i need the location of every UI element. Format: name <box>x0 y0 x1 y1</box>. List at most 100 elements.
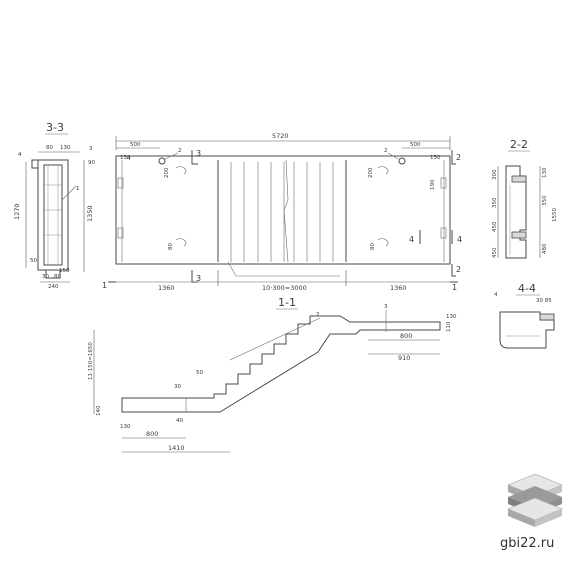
dim-130a: 130 <box>120 155 131 161</box>
plan-outline <box>115 155 451 265</box>
cut-1-left-label: 1 <box>102 281 107 290</box>
cut-2-top <box>451 150 456 165</box>
site-watermark: gbi22.ru <box>500 536 555 551</box>
dim-150: 150 <box>59 268 70 274</box>
leader <box>387 152 399 160</box>
dim-30: 30 <box>42 274 49 280</box>
dim-steps: 10·300=3000 <box>262 284 307 292</box>
dim-1410: 1410 <box>168 444 185 452</box>
panel-inner <box>43 164 63 266</box>
dim-240: 240 <box>48 284 59 290</box>
bottom-lug <box>45 269 61 279</box>
dim-90: 90 <box>88 160 95 166</box>
vert-dim: 11·150=1650 <box>88 342 94 380</box>
dim-1550: 1550 <box>552 208 558 222</box>
dim-130b: 130 <box>120 424 131 430</box>
cut-2-bottom-label: 2 <box>456 265 461 274</box>
dim-3085: 30 85 <box>536 298 552 304</box>
section-2-2: 2-2 300 350 450 450 130 350 480 1550 <box>492 138 558 259</box>
dim-130: 130 <box>542 167 548 178</box>
dim-200b: 200 <box>368 167 374 178</box>
section-1-1-title: 1-1 <box>278 296 296 309</box>
plate <box>440 177 447 189</box>
site-logo-icon <box>506 473 564 527</box>
top-lug <box>31 159 39 169</box>
callout-2a: 2 <box>178 148 182 154</box>
overall-dim: 5720 <box>272 132 289 140</box>
label-2: 2 <box>316 312 320 318</box>
dim-480: 480 <box>542 243 548 254</box>
dim-190: 190 <box>430 179 436 190</box>
dim-200a: 200 <box>164 167 170 178</box>
dim-130: 130 <box>446 314 457 320</box>
dim-500-right: 500 <box>410 142 421 148</box>
dim-910: 910 <box>398 354 410 362</box>
dim-130: 130 <box>60 145 71 151</box>
dim-30: 30 <box>174 384 181 390</box>
dim-450-bottom: 450 <box>492 247 498 258</box>
plate <box>511 175 527 183</box>
lifting-loop-icon <box>398 157 406 165</box>
cut-2-top-label: 2 <box>456 153 461 162</box>
section-1-1: 1-1 2 3 50 30 40 130 130 110 140 11·150=… <box>88 296 457 453</box>
dim-110: 110 <box>446 321 452 332</box>
cut-3-top-label: 3 <box>196 149 201 158</box>
leader <box>227 261 237 277</box>
dim-350b: 350 <box>542 195 548 206</box>
dim-130b: 130 <box>430 155 441 161</box>
plate <box>440 227 447 239</box>
dim-50: 50 <box>30 258 37 264</box>
dim-140: 140 <box>96 405 102 416</box>
plate <box>511 231 527 239</box>
dim-350a: 350 <box>492 197 498 208</box>
plate <box>539 313 555 321</box>
cut-4-mid-label: 4 <box>409 235 414 244</box>
plan-view: 5720 500 500 2 2 130 130 200 <box>102 132 462 292</box>
section-4-4-title: 4-4 <box>518 282 536 295</box>
label-3: 3 <box>89 146 93 152</box>
section-3-3: 3-3 4 3 80 130 1270 1350 1 90 50 30 80 1… <box>13 121 95 290</box>
dim-80: 80 <box>46 145 53 151</box>
dim-800a: 800 <box>400 332 412 340</box>
dim-40: 40 <box>176 418 183 424</box>
panel-outline <box>37 159 69 271</box>
plate <box>117 177 124 189</box>
label-4-plan: 4 <box>127 156 131 162</box>
dim-80a: 80 <box>168 243 174 250</box>
dim-1350: 1350 <box>86 205 94 222</box>
hook <box>175 166 187 175</box>
label-1: 1 <box>76 186 80 192</box>
hook <box>175 238 187 247</box>
hook <box>377 238 389 247</box>
dim-300: 300 <box>492 169 498 180</box>
dim-80b: 80 <box>54 274 61 280</box>
cut-2-bottom <box>451 264 456 277</box>
dim-1360-right: 1360 <box>390 284 407 292</box>
callout-2b: 2 <box>384 148 388 154</box>
section-2-2-title: 2-2 <box>510 138 528 151</box>
section-4-4: 4-4 4 30 85 <box>494 282 555 349</box>
leader <box>164 152 179 160</box>
dim-80b: 80 <box>370 243 376 250</box>
cut-1-right-label: 1 <box>452 283 457 292</box>
section-2-2-profile <box>505 165 527 259</box>
dim-1270: 1270 <box>13 203 21 220</box>
flight-profile <box>121 315 441 413</box>
dim-1360-left: 1360 <box>158 284 175 292</box>
dim-800b: 800 <box>146 430 158 438</box>
rebar <box>229 317 321 361</box>
label-4: 4 <box>494 292 498 298</box>
cut-4-right-label: 4 <box>457 235 462 244</box>
lifting-loop-icon <box>158 157 166 165</box>
plate <box>117 227 124 239</box>
dim-50: 50 <box>196 370 203 376</box>
leader <box>61 185 77 201</box>
label-4: 4 <box>18 152 22 158</box>
section-3-3-title: 3-3 <box>46 121 64 134</box>
cut-3-top <box>191 150 198 165</box>
break-line <box>283 159 289 263</box>
dim-450: 450 <box>492 221 498 232</box>
label-3: 3 <box>384 304 388 310</box>
dim-500-left: 500 <box>130 142 141 148</box>
